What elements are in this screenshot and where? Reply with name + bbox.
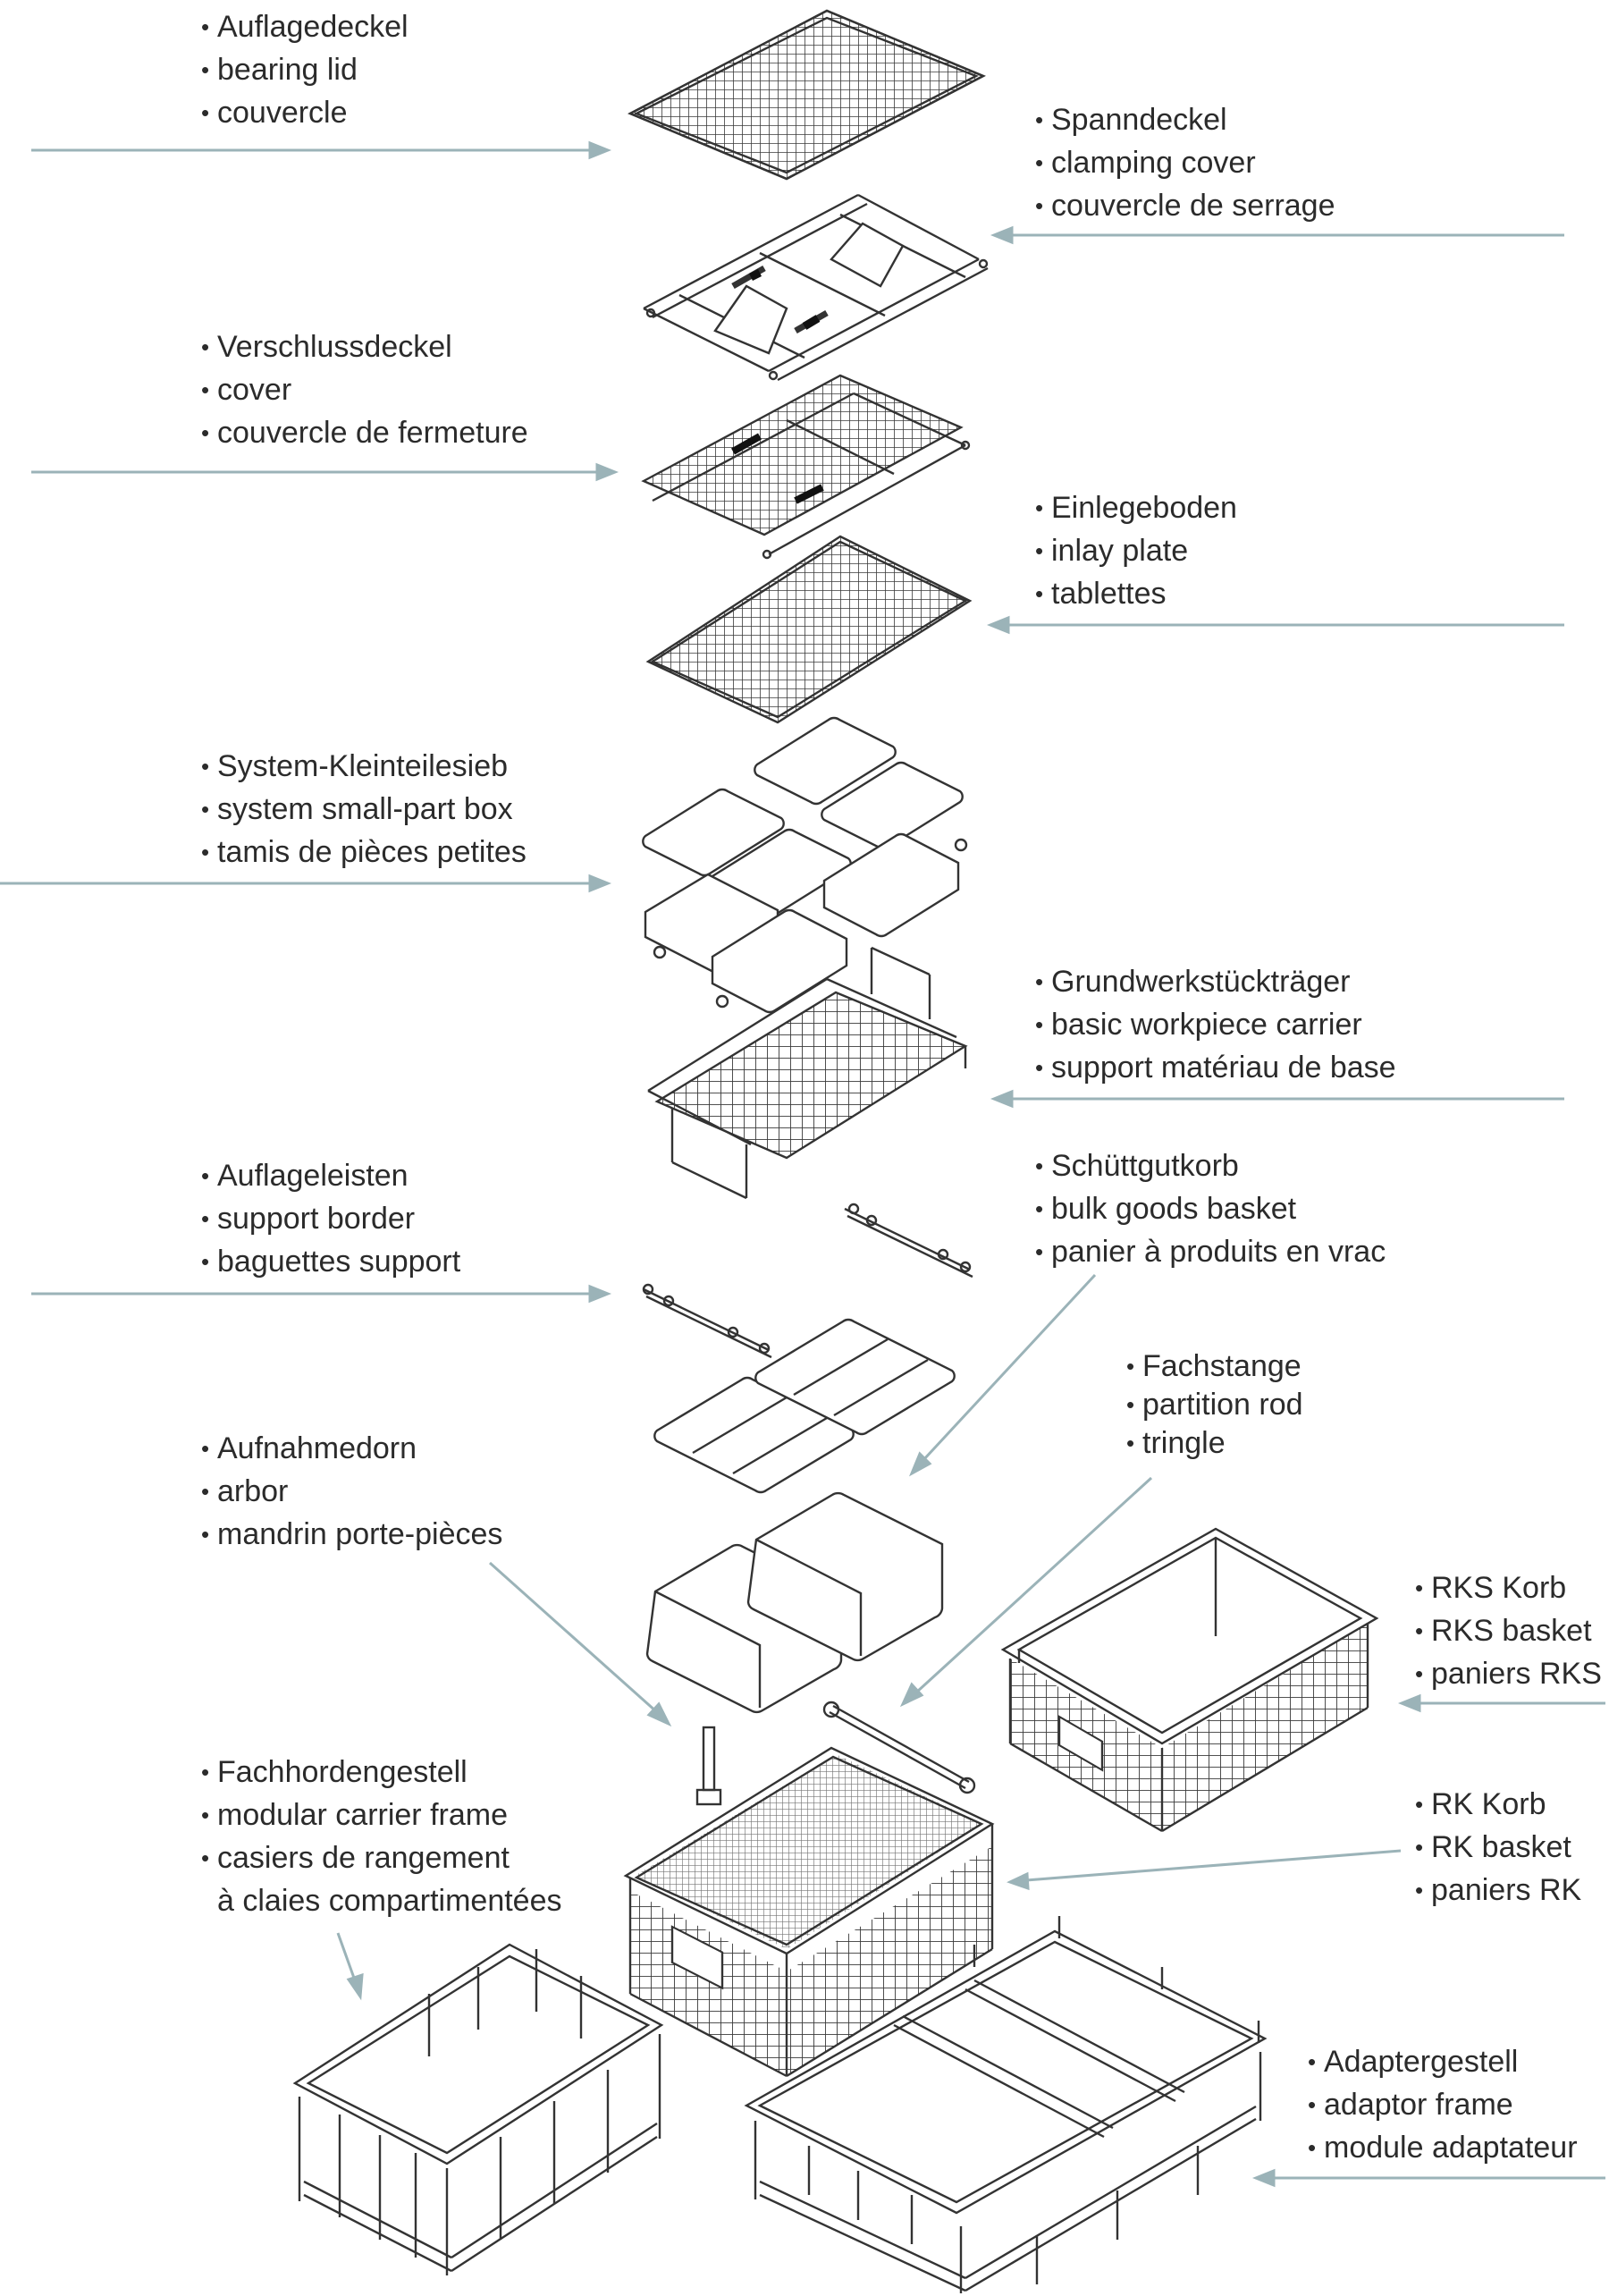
label-line: Adaptergestell [1308,2040,1578,2083]
label-aufnahmedorn: Aufnahmedorn arbor mandrin porte-pièces [201,1427,502,1556]
label-fachhordengestell: Fachhordengestell modular carrier frame … [201,1751,562,1922]
label-einlegeboden: Einlegeboden inlay plate tablettes [1035,486,1237,615]
adaptergestell-part [744,1916,1268,2293]
label-line: paniers RKS [1415,1652,1602,1695]
label-line: system small-part box [201,788,527,831]
fachhordengestell-part [292,1943,664,2275]
label-adaptergestell: Adaptergestell adaptor frame module adap… [1308,2040,1578,2169]
label-line: Einlegeboden [1035,486,1237,529]
auflageleisten-part [642,1203,973,1359]
label-line: baguettes support [201,1240,460,1283]
label-line: casiers de rangement [201,1836,562,1879]
label-line: inlay plate [1035,529,1237,572]
label-line: tablettes [1035,572,1237,615]
label-line: Auflagedeckel [201,5,409,48]
label-auflagedeckel: Auflagedeckel bearing lid couvercle [201,5,409,134]
label-line: support border [201,1197,460,1240]
label-line: tringle [1126,1424,1303,1463]
label-line: couvercle [201,91,409,134]
kleinteilesieb-part [642,716,968,1014]
label-line: mandrin porte-pièces [201,1513,502,1556]
label-line: modular carrier frame [201,1794,562,1836]
label-line: panier à produits en vrac [1035,1230,1386,1273]
label-line: cover [201,368,528,411]
label-line: Aufnahmedorn [201,1427,502,1470]
label-line: clamping cover [1035,141,1335,184]
rks-korb-part [1000,1527,1379,1833]
aufnahmedorn-fachstange-parts [695,1701,976,1806]
label-line: adaptor frame [1308,2083,1578,2126]
label-line: RKS basket [1415,1609,1602,1652]
label-line: couvercle de serrage [1035,184,1335,227]
label-schuettgutkorb: Schüttgutkorb bulk goods basket panier à… [1035,1144,1386,1273]
label-line: Auflageleisten [201,1154,460,1197]
label-grundwerkstuecktraeger: Grundwerkstückträger basic workpiece car… [1035,960,1396,1089]
label-line: basic workpiece carrier [1035,1003,1396,1046]
label-line: tamis de pièces petites [201,831,527,874]
rk-korb-part [623,1746,995,2078]
label-line: à claies compartimentées [217,1884,562,1918]
label-line: paniers RK [1415,1869,1581,1912]
label-rks-korb: RKS Korb RKS basket paniers RKS [1415,1566,1602,1695]
label-auflageleisten: Auflageleisten support border baguettes … [201,1154,460,1283]
label-line: System-Kleinteilesieb [201,745,527,788]
label-line: partition rod [1126,1386,1303,1424]
arrow-lines [0,140,1605,2188]
label-line: bulk goods basket [1035,1187,1386,1230]
label-line: bearing lid [201,48,409,91]
label-line: Fachhordengestell [201,1751,562,1794]
label-line: RKS Korb [1415,1566,1602,1609]
label-line: arbor [201,1470,502,1513]
label-line: Spanndeckel [1035,98,1335,141]
label-line: RK basket [1415,1826,1581,1869]
label-line: Verschlussdeckel [201,325,528,368]
label-rk-korb: RK Korb RK basket paniers RK [1415,1783,1581,1912]
label-fachstange: Fachstange partition rod tringle [1126,1347,1303,1463]
label-line: module adaptateur [1308,2126,1578,2169]
label-line: RK Korb [1415,1783,1581,1826]
auflagedeckel-part [628,9,986,181]
einlegeboden-part [645,535,973,724]
label-line: Schüttgutkorb [1035,1144,1386,1187]
label-line: Fachstange [1126,1347,1303,1386]
spanndeckel-part [643,193,989,382]
label-verschlussdeckel: Verschlussdeckel cover couvercle de ferm… [201,325,528,454]
label-line: couvercle de fermeture [201,411,528,454]
schuettgutkorb-parts [645,1318,956,1714]
label-spanndeckel: Spanndeckel clamping cover couvercle de … [1035,98,1335,227]
label-line: Grundwerkstückträger [1035,960,1396,1003]
label-kleinteilesieb: System-Kleinteilesieb system small-part … [201,745,527,874]
verschlussdeckel-part [641,374,971,560]
label-line: support matériau de base [1035,1046,1396,1089]
